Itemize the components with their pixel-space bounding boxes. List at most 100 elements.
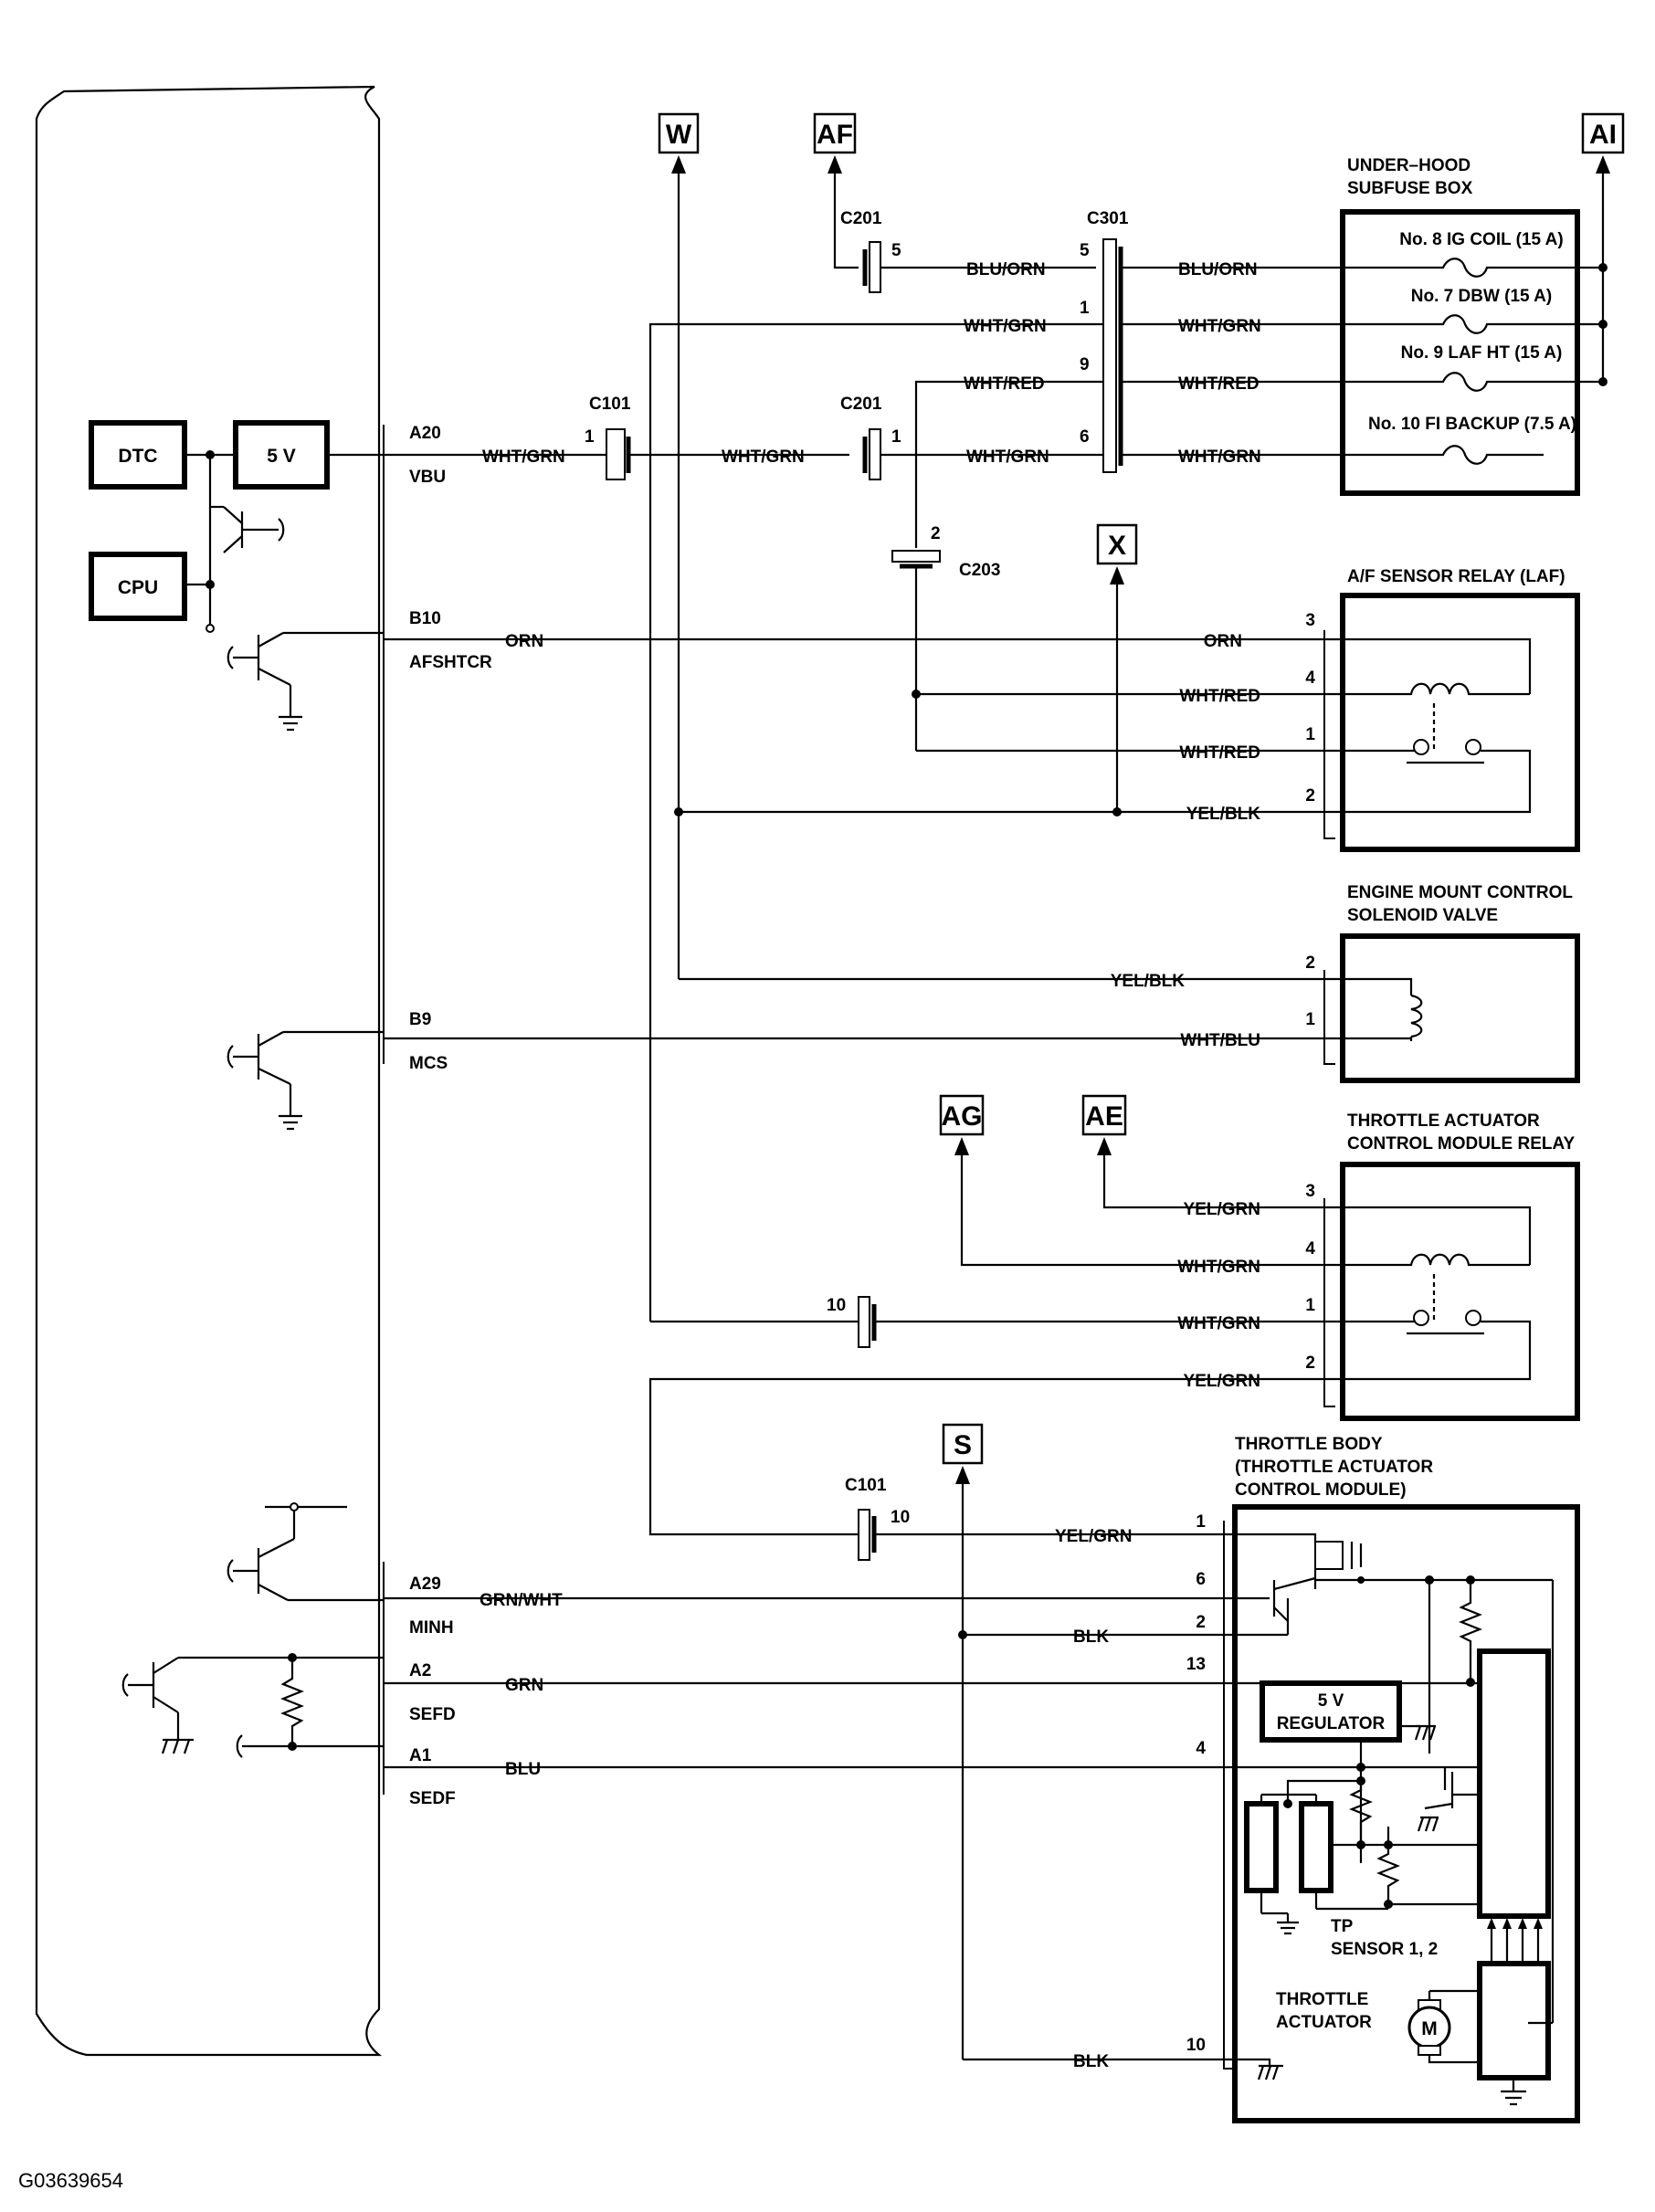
ref-w: W: [658, 112, 700, 174]
svg-text:TP: TP: [1331, 1917, 1354, 1936]
svg-text:YEL/BLK: YEL/BLK: [1186, 805, 1261, 824]
svg-text:C203: C203: [959, 561, 1000, 580]
svg-text:SOLENOID VALVE: SOLENOID VALVE: [1347, 906, 1498, 925]
svg-text:C101: C101: [589, 395, 631, 414]
five-v-box: 5 V: [233, 420, 330, 490]
svg-text:2: 2: [1305, 1354, 1315, 1373]
svg-text:1: 1: [1080, 299, 1090, 318]
dtc-box: DTC: [89, 420, 187, 490]
svg-text:1: 1: [1305, 725, 1315, 744]
throttle-body-pins: 1 6 2 13 4 10: [1186, 1512, 1235, 2070]
svg-text:THROTTLE BODY: THROTTLE BODY: [1235, 1435, 1383, 1454]
minh-transistor: [227, 1502, 384, 1602]
svg-text:4: 4: [1305, 669, 1315, 688]
subfuse-box: UNDER–HOOD SUBFUSE BOX No. 8 IG COIL (15…: [1340, 156, 1608, 496]
ecm-terminals: A20 VBU B10 AFSHTCR B9 MCS A29 MINH A2 S…: [409, 424, 492, 1808]
svg-text:WHT/GRN: WHT/GRN: [1177, 1314, 1260, 1333]
afshtcr-transistor: [227, 631, 384, 732]
svg-text:5: 5: [891, 241, 901, 260]
ecm-body-outline: [35, 85, 383, 2057]
svg-text:WHT/BLU: WHT/BLU: [1180, 1031, 1260, 1050]
svg-text:X: X: [1108, 531, 1126, 561]
svg-text:SEFD: SEFD: [409, 1705, 456, 1724]
laf-relay: A/F SENSOR RELAY (LAF) 3 4 1 2: [1305, 567, 1580, 852]
svg-text:THROTTLE ACTUATOR: THROTTLE ACTUATOR: [1347, 1111, 1540, 1131]
ref-ag: AG: [939, 1094, 985, 1155]
cpu-box: CPU: [89, 552, 187, 621]
svg-text:BLK: BLK: [1073, 2052, 1109, 2071]
svg-text:YEL/BLK: YEL/BLK: [1111, 972, 1186, 991]
c201-connector-mid: C201 1: [840, 395, 901, 480]
svg-text:GRN: GRN: [505, 1676, 543, 1695]
svg-text:ORN: ORN: [505, 632, 543, 651]
svg-text:No. 8 IG COIL (15 A): No. 8 IG COIL (15 A): [1399, 230, 1563, 249]
ref-ae: AE: [1081, 1094, 1127, 1155]
svg-text:1: 1: [585, 427, 595, 447]
svg-text:C301: C301: [1087, 209, 1129, 228]
svg-text:13: 13: [1186, 1655, 1206, 1674]
svg-text:10: 10: [827, 1296, 846, 1315]
ref-af: AF: [813, 112, 857, 174]
svg-text:WHT/GRN: WHT/GRN: [722, 448, 805, 467]
svg-text:SENSOR 1, 2: SENSOR 1, 2: [1331, 1940, 1438, 1959]
svg-text:No. 7 DBW (15 A): No. 7 DBW (15 A): [1411, 287, 1552, 306]
svg-text:ORN: ORN: [1204, 632, 1242, 651]
svg-text:A29: A29: [409, 1575, 441, 1594]
svg-text:ACTUATOR: ACTUATOR: [1276, 2013, 1372, 2032]
svg-text:WHT/GRN: WHT/GRN: [966, 448, 1049, 467]
ref-x: X: [1096, 523, 1138, 585]
ref-s: S: [942, 1423, 984, 1484]
svg-text:6: 6: [1196, 1570, 1206, 1589]
svg-text:3: 3: [1305, 611, 1315, 630]
svg-text:AFSHTCR: AFSHTCR: [409, 653, 492, 672]
svg-text:BLU/ORN: BLU/ORN: [1178, 260, 1258, 279]
svg-text:S: S: [954, 1430, 972, 1460]
svg-text:CONTROL MODULE): CONTROL MODULE): [1235, 1480, 1407, 1500]
svg-text:1: 1: [1305, 1010, 1315, 1029]
svg-text:10: 10: [891, 1508, 910, 1527]
svg-text:1: 1: [1196, 1512, 1206, 1532]
svg-text:WHT/RED: WHT/RED: [1179, 687, 1260, 706]
svg-text:2: 2: [1196, 1613, 1206, 1632]
wire-label: WHT/GRN: [482, 448, 565, 467]
c101-connector-bottom: C101 10: [845, 1476, 910, 1561]
tac-relay: THROTTLE ACTUATOR CONTROL MODULE RELAY 3…: [1305, 1111, 1580, 1421]
c101-connector-top: C101 1: [585, 395, 631, 480]
svg-text:9: 9: [1080, 355, 1090, 374]
svg-text:2: 2: [1305, 786, 1315, 806]
svg-text:ENGINE MOUNT CONTROL: ENGINE MOUNT CONTROL: [1347, 883, 1573, 902]
svg-text:B10: B10: [409, 609, 441, 628]
svg-text:THROTTLE: THROTTLE: [1276, 1990, 1368, 2009]
svg-text:W: W: [666, 120, 692, 150]
svg-text:5 V: 5 V: [267, 446, 296, 467]
svg-text:A1: A1: [409, 1746, 432, 1765]
svg-text:No. 9 LAF HT (15 A): No. 9 LAF HT (15 A): [1401, 343, 1563, 363]
svg-text:CONTROL MODULE RELAY: CONTROL MODULE RELAY: [1347, 1134, 1575, 1153]
svg-text:GRN/WHT: GRN/WHT: [480, 1591, 563, 1610]
svg-text:1: 1: [891, 427, 901, 447]
svg-text:YEL/GRN: YEL/GRN: [1184, 1200, 1260, 1219]
svg-text:MCS: MCS: [409, 1054, 448, 1073]
svg-text:MINH: MINH: [409, 1618, 454, 1638]
svg-text:WHT/GRN: WHT/GRN: [964, 317, 1047, 336]
svg-text:A2: A2: [409, 1661, 431, 1680]
mcs-transistor: [227, 1030, 384, 1131]
svg-text:UNDER–HOOD: UNDER–HOOD: [1347, 156, 1471, 175]
svg-text:WHT/RED: WHT/RED: [1179, 743, 1260, 763]
svg-text:1: 1: [1305, 1296, 1315, 1315]
sefd-resistor: [236, 1653, 384, 1758]
svg-text:BLK: BLK: [1073, 1627, 1109, 1647]
svg-text:YEL/GRN: YEL/GRN: [1184, 1372, 1260, 1391]
svg-text:5: 5: [1080, 241, 1090, 260]
ref-ai: AI: [1581, 112, 1625, 210]
svg-text:C101: C101: [845, 1476, 887, 1495]
svg-text:DTC: DTC: [118, 446, 157, 467]
svg-text:C201: C201: [840, 395, 882, 414]
svg-text:REGULATOR: REGULATOR: [1277, 1714, 1386, 1733]
figure-id: G03639654: [18, 2169, 123, 2192]
svg-text:10: 10: [1186, 2036, 1206, 2055]
svg-text:6: 6: [1080, 427, 1090, 447]
svg-text:No. 10 FI BACKUP (7.5 A): No. 10 FI BACKUP (7.5 A): [1368, 415, 1576, 434]
svg-text:BLU: BLU: [505, 1760, 541, 1779]
